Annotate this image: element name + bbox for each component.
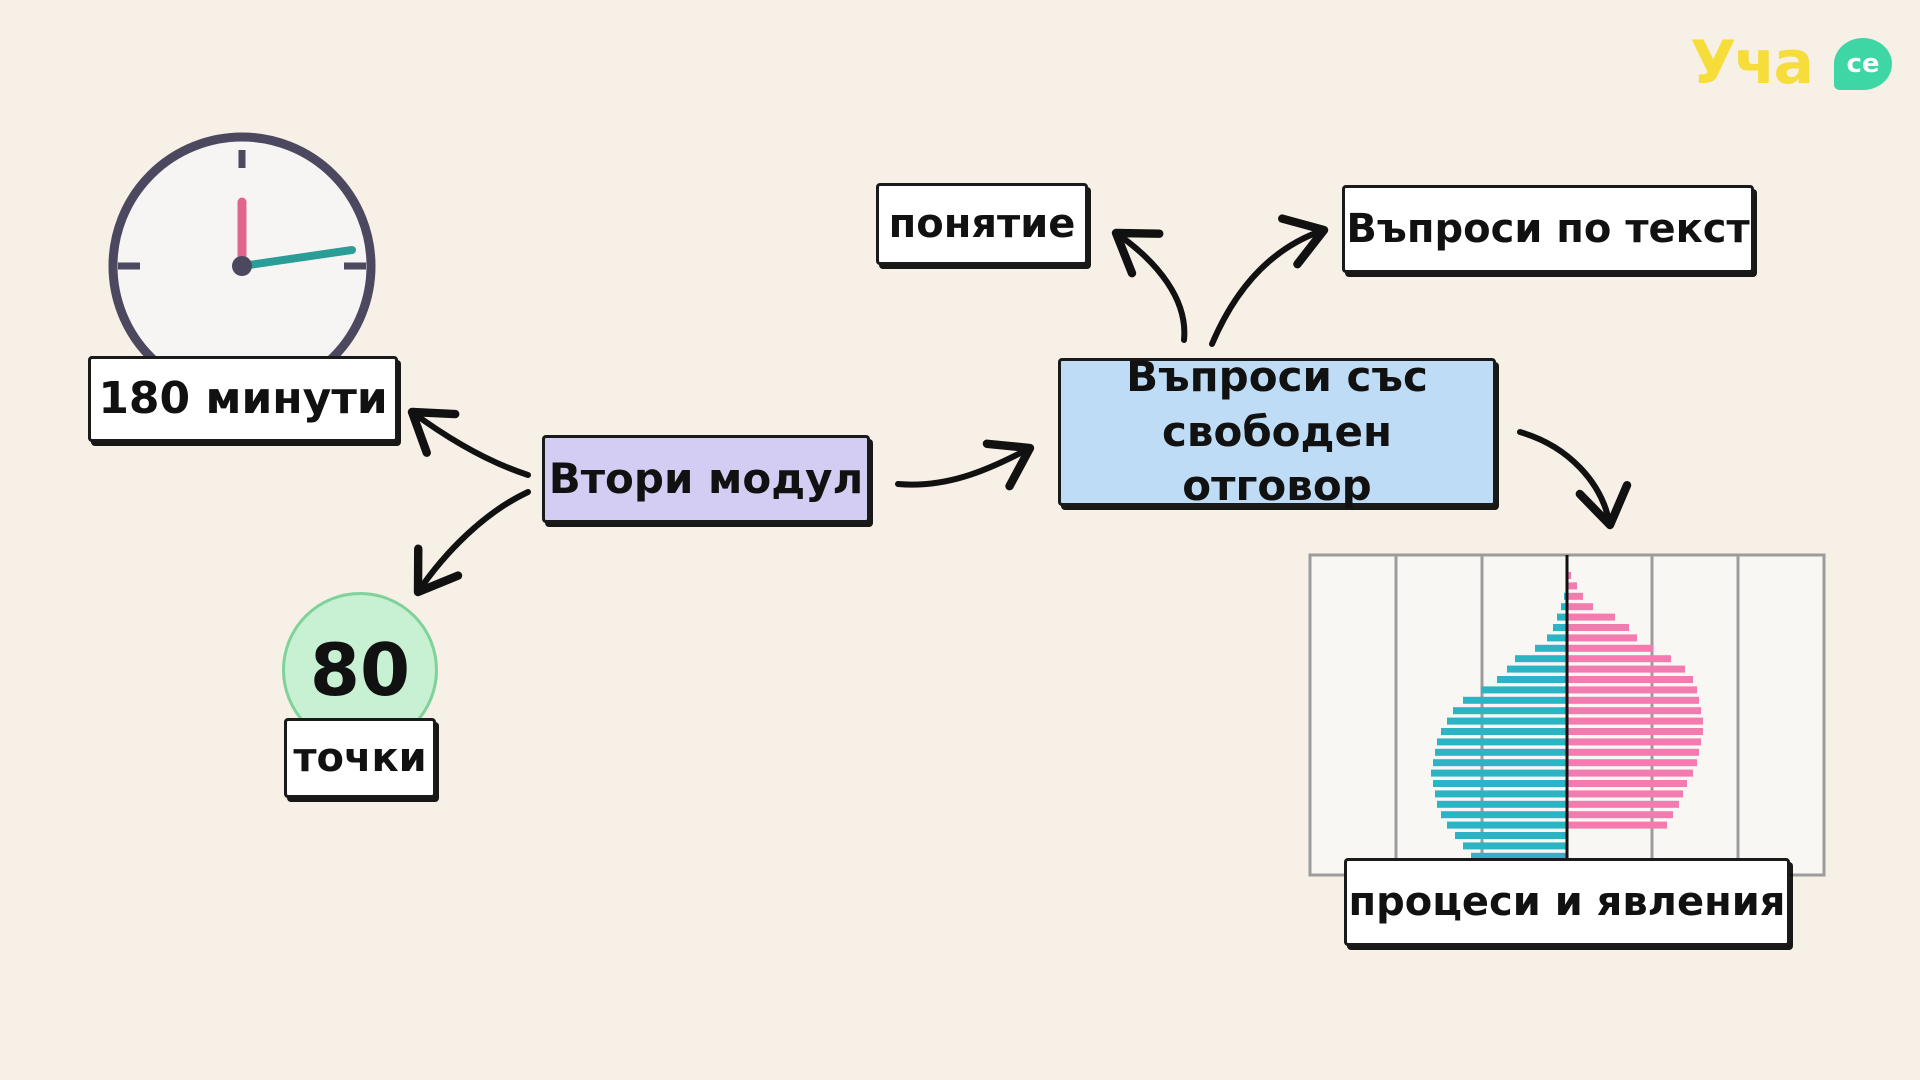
points-label: точки <box>284 718 436 798</box>
pyramid-bar-left <box>1481 686 1567 694</box>
pyramid-bar-right <box>1567 769 1693 777</box>
pyramid-bar-left <box>1507 665 1567 673</box>
pyramid-bar-right <box>1567 821 1667 829</box>
pyramid-bar-left <box>1435 790 1567 798</box>
pyramid-bar-right <box>1567 603 1593 611</box>
pyramid-bar-left <box>1453 707 1567 715</box>
pyramid-bar-right <box>1567 634 1637 642</box>
pyramid-bar-left <box>1433 780 1567 787</box>
pyramid-bar-left <box>1455 832 1567 839</box>
logo-badge: се <box>1834 38 1892 90</box>
pyramid-bar-right <box>1567 717 1703 725</box>
pyramid-bar-right <box>1567 592 1583 600</box>
pyramid-bar-left <box>1561 603 1567 611</box>
pyramid-bar-right <box>1567 572 1571 579</box>
pyramid-bar-left <box>1471 852 1567 860</box>
pyramid-bar-right <box>1567 800 1679 808</box>
arrows <box>407 214 1632 597</box>
pyramid-bar-right <box>1567 707 1701 715</box>
pyramid-bar-left <box>1431 769 1567 777</box>
pyramid-bar-right <box>1567 676 1693 683</box>
arrow-to-concept <box>1111 228 1188 343</box>
pyramid-bar-right <box>1567 624 1629 631</box>
free-response-label: Въпроси със свободен отговор <box>1058 352 1496 510</box>
minutes-label: 180 минути <box>88 356 398 442</box>
pyramid-bar-right <box>1567 644 1653 652</box>
pyramid-bar-left <box>1463 842 1567 850</box>
clock-icon <box>108 132 376 400</box>
pyramid-bar-left <box>1437 800 1567 808</box>
processes-label: процеси и явления <box>1344 858 1790 946</box>
pyramid-bar-right <box>1567 686 1697 694</box>
pyramid-bar-left <box>1441 811 1567 819</box>
pyramid-bar-left <box>1433 759 1567 767</box>
pyramid-bar-left <box>1447 717 1567 725</box>
pyramid-bar-right <box>1567 790 1683 798</box>
pyramid-bar-right <box>1567 696 1699 704</box>
pyramid-bar-right <box>1567 655 1671 663</box>
pyramid-bar-left <box>1447 821 1567 829</box>
pyramid-bar-left <box>1553 624 1567 631</box>
free-response-line-1: Въпроси със <box>1126 352 1428 402</box>
app-logo: Уча <box>1690 28 1814 98</box>
pyramid-bar-left <box>1557 613 1567 621</box>
arrow-to-free-response <box>895 439 1035 491</box>
pyramid-bar-right <box>1567 748 1699 756</box>
pyramid-bar-right <box>1567 811 1673 819</box>
pyramid-bar-left <box>1547 634 1567 642</box>
pyramid-bar-left <box>1437 738 1567 746</box>
pyramid-bar-left <box>1497 676 1567 683</box>
pyramid-bar-right <box>1567 759 1697 767</box>
pyramid-bar-right <box>1567 613 1615 621</box>
pyramid-bar-right <box>1567 728 1703 735</box>
arrow-to-processes <box>1517 429 1632 530</box>
pyramid-bar-right <box>1567 738 1701 746</box>
pyramid-bar-left <box>1435 748 1567 756</box>
pyramid-bar-right <box>1567 665 1685 673</box>
pyramid-bar-right <box>1567 780 1687 787</box>
concept-label: понятие <box>876 183 1088 265</box>
pyramid-bar-left <box>1441 728 1567 735</box>
pyramid-bar-left <box>1463 696 1567 704</box>
arrow-to-minutes <box>407 407 531 478</box>
arrow-to-text-questions <box>1209 214 1329 347</box>
text-questions-label: Въпроси по текст <box>1342 185 1754 273</box>
pyramid-bar-left <box>1515 655 1567 663</box>
arrow-to-points <box>413 489 531 597</box>
population-pyramid-icon <box>1308 553 1826 881</box>
pyramid-bar-left <box>1535 644 1567 652</box>
free-response-line-2: свободен отговор <box>1162 406 1392 511</box>
second-module-label: Втори модул <box>542 435 870 523</box>
pyramid-bar-right <box>1567 582 1577 590</box>
